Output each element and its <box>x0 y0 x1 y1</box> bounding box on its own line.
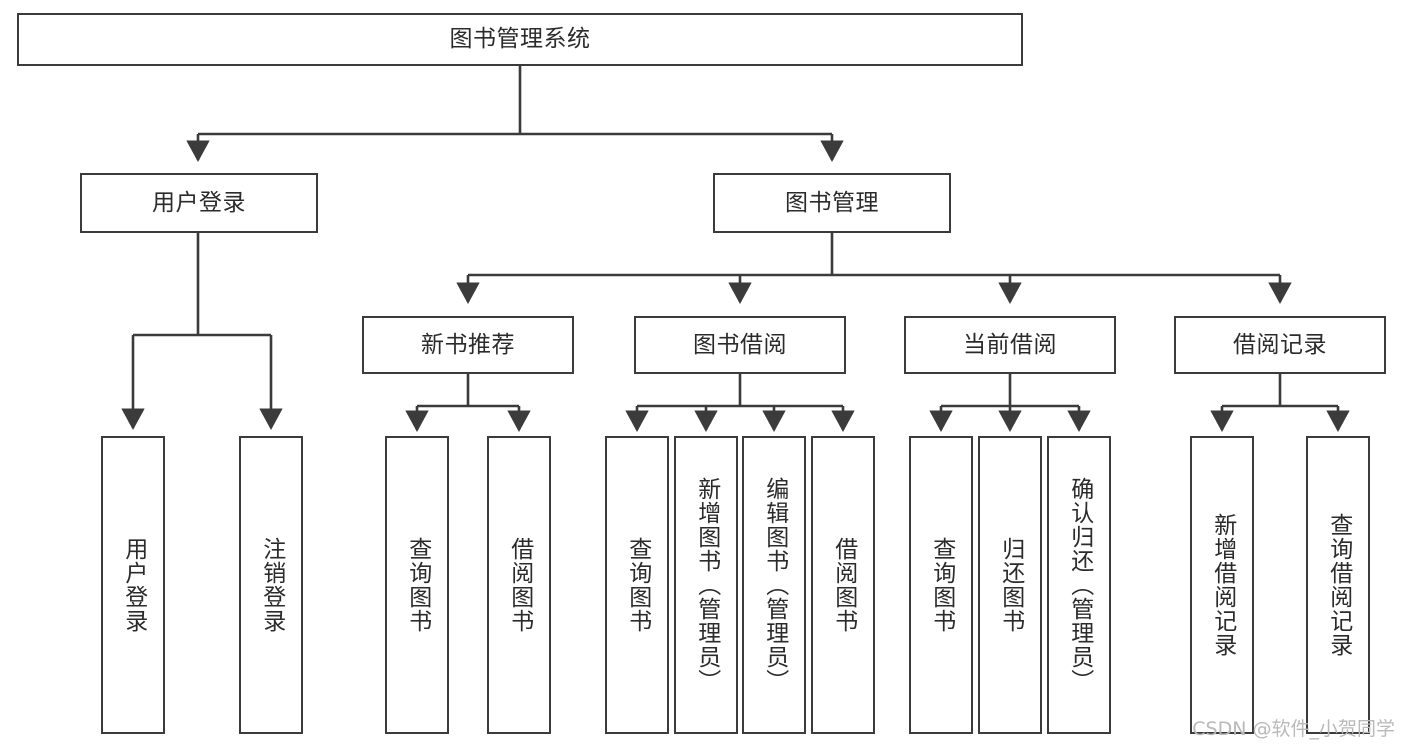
node-label: 图书借阅 <box>693 331 787 358</box>
node-label: 当前借阅 <box>963 331 1057 358</box>
leaf-label: 借阅图书 <box>506 537 533 633</box>
leaf-new-book-query[interactable]: 查询图书 <box>385 436 449 734</box>
leaf-label: 查询图书 <box>928 537 955 633</box>
node-label: 图书管理 <box>785 189 879 216</box>
node-new-book-recommend[interactable]: 新书推荐 <box>362 316 574 374</box>
node-current-borrow[interactable]: 当前借阅 <box>904 316 1116 374</box>
leaf-label: 查询借阅记录 <box>1325 513 1352 657</box>
leaf-label: 查询图书 <box>404 537 431 633</box>
leaf-current-return-book[interactable]: 归还图书 <box>978 436 1042 734</box>
leaf-new-book-borrow[interactable]: 借阅图书 <box>487 436 551 734</box>
node-borrow-record[interactable]: 借阅记录 <box>1174 316 1386 374</box>
node-label: 图书管理系统 <box>449 26 591 53</box>
leaf-label: 编辑图书（管理员） <box>761 477 788 693</box>
leaf-label: 归还图书 <box>997 537 1024 633</box>
leaf-record-query-record[interactable]: 查询借阅记录 <box>1306 436 1370 734</box>
leaf-record-add-record[interactable]: 新增借阅记录 <box>1190 436 1254 734</box>
leaf-borrow-add-book-admin[interactable]: 新增图书（管理员） <box>674 436 738 734</box>
node-label: 用户登录 <box>152 189 246 216</box>
leaf-label: 新增图书（管理员） <box>693 477 720 693</box>
leaf-current-query-book[interactable]: 查询图书 <box>909 436 973 734</box>
node-label: 新书推荐 <box>421 331 515 358</box>
node-book-borrow[interactable]: 图书借阅 <box>634 316 846 374</box>
leaf-borrow-edit-book-admin[interactable]: 编辑图书（管理员） <box>742 436 806 734</box>
leaf-label: 查询图书 <box>624 537 651 633</box>
leaf-borrow-borrow-book[interactable]: 借阅图书 <box>811 436 875 734</box>
node-user-login[interactable]: 用户登录 <box>80 173 318 233</box>
leaf-user-login-logout[interactable]: 注销登录 <box>239 436 303 734</box>
node-root-system[interactable]: 图书管理系统 <box>17 13 1023 66</box>
leaf-current-confirm-return-admin[interactable]: 确认归还（管理员） <box>1047 436 1111 734</box>
leaf-user-login-login[interactable]: 用户登录 <box>101 436 165 734</box>
leaf-borrow-query-book[interactable]: 查询图书 <box>605 436 669 734</box>
leaf-label: 用户登录 <box>120 537 147 633</box>
csdn-watermark: CSDN @软件_小贺同学 <box>1192 718 1395 740</box>
leaf-label: 确认归还（管理员） <box>1066 477 1093 693</box>
leaf-label: 借阅图书 <box>830 537 857 633</box>
leaf-label: 注销登录 <box>258 537 285 633</box>
leaf-label: 新增借阅记录 <box>1209 513 1236 657</box>
node-label: 借阅记录 <box>1233 331 1327 358</box>
node-book-management[interactable]: 图书管理 <box>713 173 951 233</box>
